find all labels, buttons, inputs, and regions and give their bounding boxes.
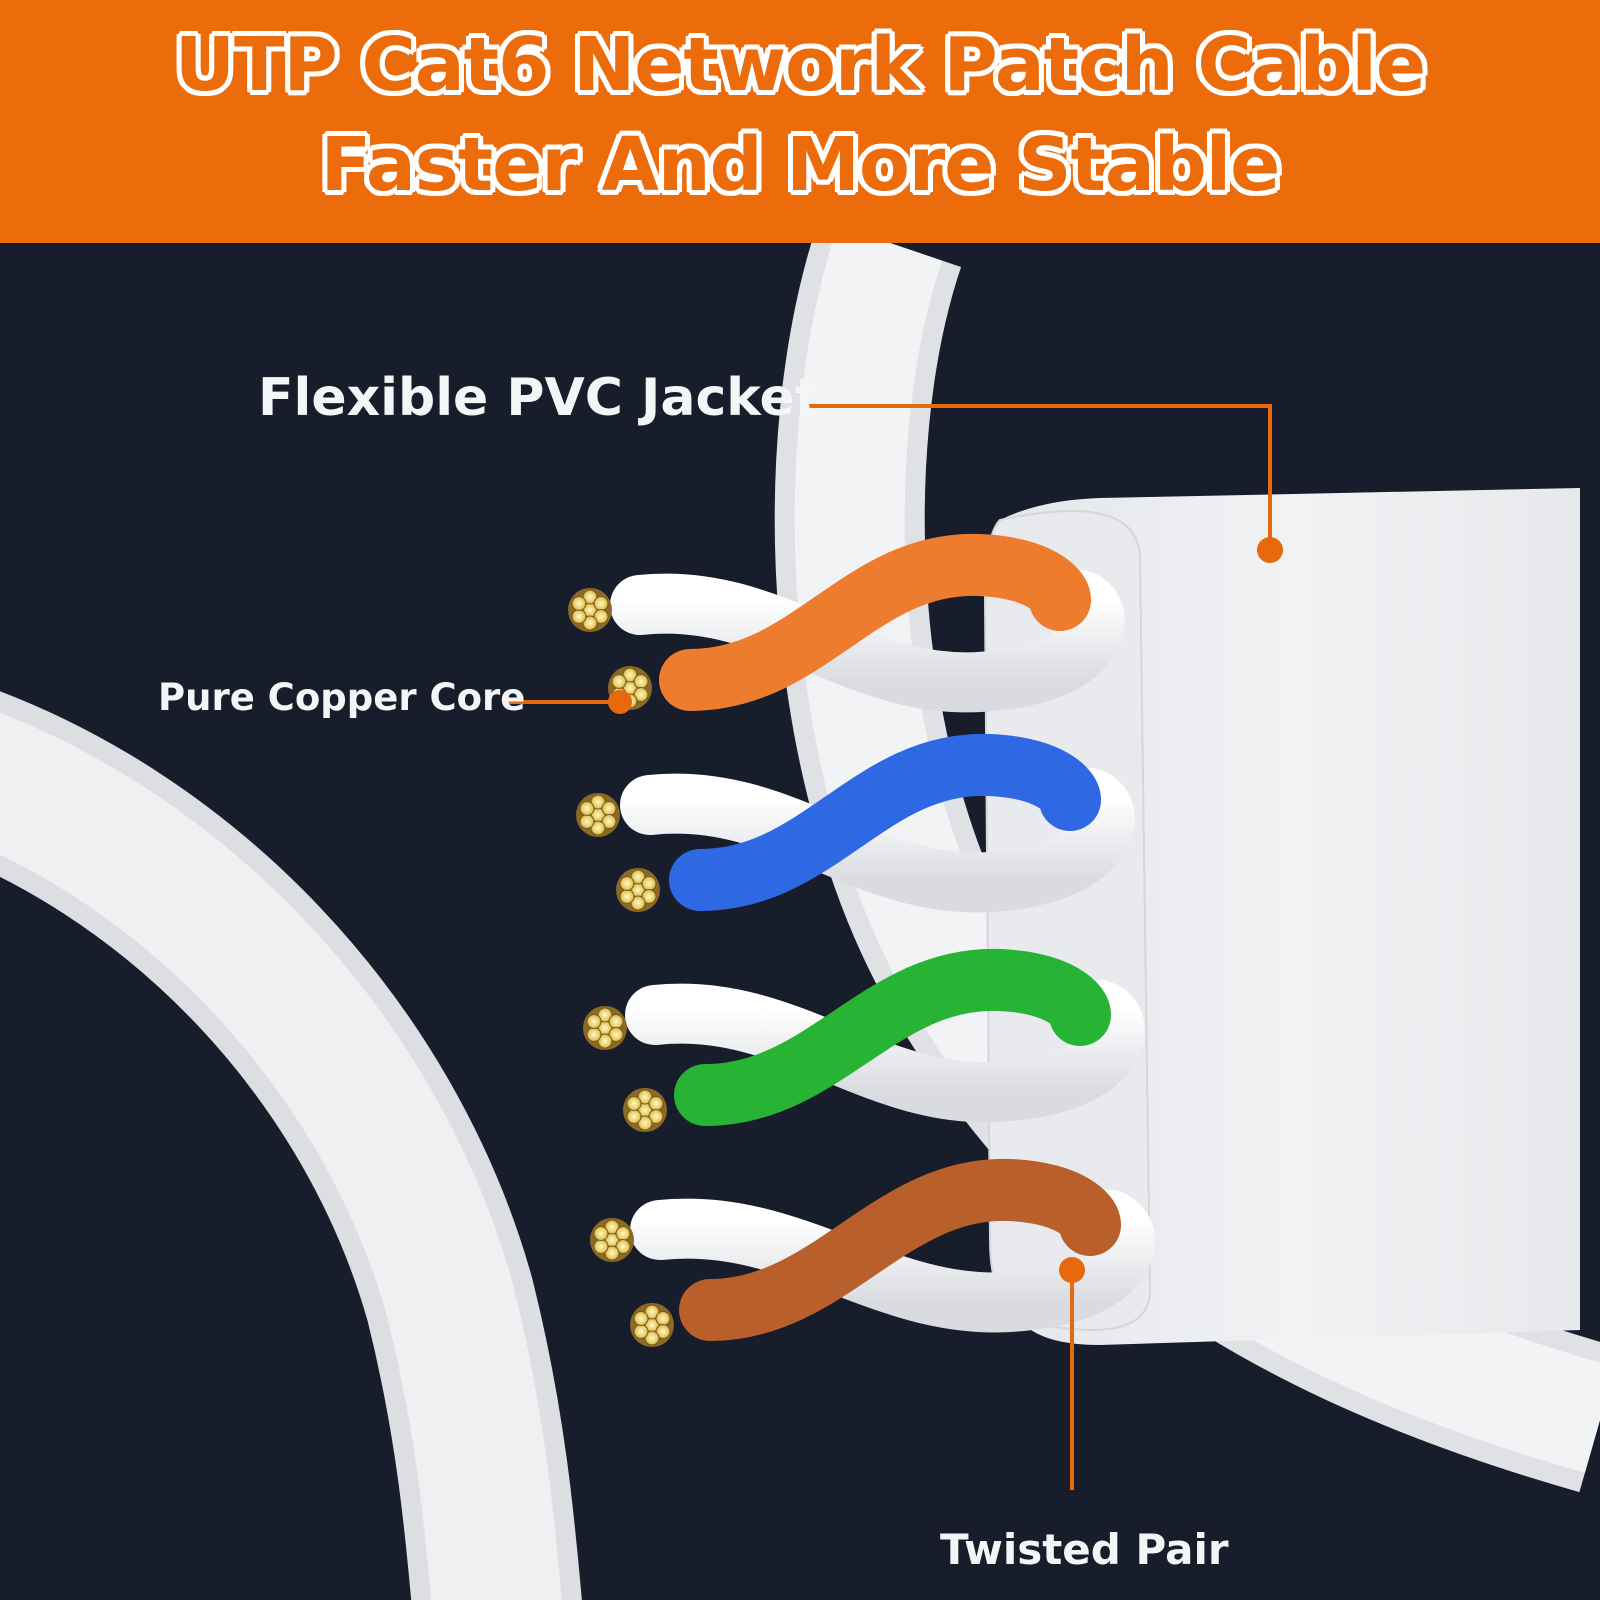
jacket-leader-line <box>808 404 1272 548</box>
title-banner: UTP Cat6 Network Patch Cable Faster And … <box>0 0 1600 243</box>
copper-leader-dot <box>608 690 632 714</box>
pairs-group <box>567 533 1155 1348</box>
twisted-leader-dot <box>1059 1257 1085 1283</box>
jacket-leader-dot <box>1257 537 1283 563</box>
title-line-2: Faster And More Stable <box>320 122 1281 208</box>
copper-core-label: Pure Copper Core <box>158 676 526 719</box>
jacket-label: Flexible PVC Jacket <box>258 368 820 428</box>
title-line-1: UTP Cat6 Network Patch Cable <box>174 22 1426 108</box>
callout-leaders <box>505 404 1283 1490</box>
twisted-pair-label: Twisted Pair <box>940 1525 1229 1574</box>
